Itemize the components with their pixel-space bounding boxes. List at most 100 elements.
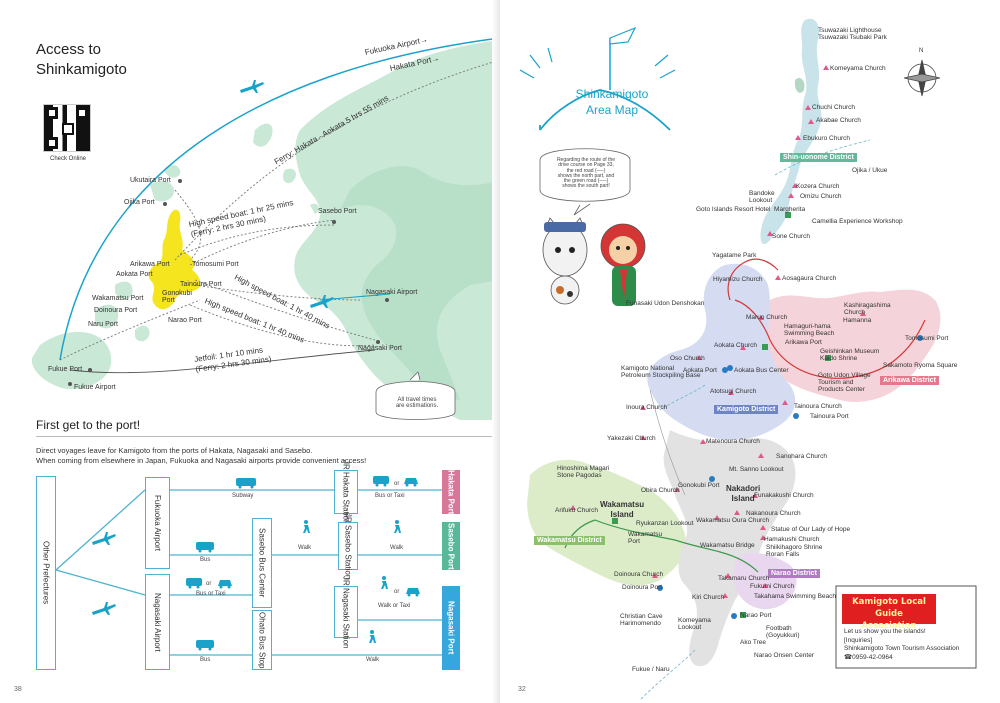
map-place-label: Christian Cave Harimomendo [620, 613, 663, 627]
island-wakamatsu: Wakamatsu Island [600, 500, 645, 519]
map-place-label: Gonokubi Port [678, 482, 720, 489]
map-place-label: Arifuku Church [555, 507, 598, 514]
map-place-label: Ojika / Ukue [852, 167, 888, 174]
fukue-island [31, 331, 112, 390]
airplane-icon [92, 602, 116, 615]
label-wakamatsu-port: Wakamatsu Port [92, 295, 144, 302]
map-place-label: Kiri Church [692, 594, 725, 601]
label-doinoura-port: Doinoura Port [94, 307, 138, 314]
map-place-label: Aokata Port [683, 367, 717, 374]
guide-title: Kamigoto Local Guide Association [852, 597, 926, 631]
bus-icon [196, 640, 214, 651]
walk-icon [381, 576, 388, 589]
title-line-2: Shinkamigoto [36, 61, 127, 78]
label-narao-port: Narao Port [168, 317, 202, 324]
bus-icon [186, 578, 202, 589]
district-kamigoto: Kamigoto District [714, 405, 779, 414]
map-place-label: Mt. Sanno Lookout [729, 466, 784, 473]
map-place-label: Ako Tree [740, 639, 767, 646]
map-place-label: Kamigoto National Petroleum Stockpiling … [621, 365, 701, 379]
map-place-label: Ryukanzan Lookout [636, 520, 694, 527]
label-bus-or-taxi-1: Bus or Taxi [196, 591, 226, 597]
map-place-label: Wakamatsu Oura Church [696, 517, 770, 524]
walk-icon [369, 630, 376, 643]
map-place-label: Obira Church [641, 487, 680, 494]
tab-nagasaki-port: Nagasaki Port [442, 586, 460, 670]
map-place-label: Funakakushi Church [754, 492, 814, 499]
wakamatsu-district-area [527, 459, 686, 586]
kyushu-inner [340, 166, 500, 400]
qr-caption: Check Online [50, 156, 87, 162]
label-or-2: or [394, 481, 400, 487]
label-walk-2: Walk [390, 545, 404, 551]
box-ohato-bus-stop: Ohato Bus Stop [252, 610, 272, 670]
walk-icon [303, 520, 310, 533]
label-gonokubi-port: Gonokubi Port [162, 290, 192, 304]
map-place-label: Chuchi Church [812, 104, 855, 111]
walk-icon [394, 520, 401, 533]
map-place-label: Hamaguri-hama Swimming Beach [784, 323, 835, 337]
page-number-right: 32 [518, 686, 526, 693]
label-or-1: or [206, 581, 212, 587]
box-nagasaki-airport: Nagasaki Airport [145, 574, 170, 670]
map-place-label: Yagatame Park [712, 252, 757, 259]
map-place-label: Tsuwazaki Lighthouse Tsuwazaki Tsubaki P… [818, 27, 887, 41]
map-place-label: Akabae Church [816, 117, 861, 124]
map-place-label: Kozera Church [796, 183, 840, 190]
map-place-label: Goto Udon Village Tourism and Products C… [818, 372, 871, 393]
map-place-label: Aokata Bus Center [734, 367, 789, 374]
tab-hakata-port: Hakata Port [442, 470, 460, 514]
box-fukuoka-airport: Fukuoka Airport [145, 477, 170, 569]
map-place-label: Narao Onsen Center [754, 652, 814, 659]
label-bus-1: Bus [200, 557, 211, 563]
qr-code[interactable] [43, 104, 91, 152]
map-place-label: Hamanna [843, 317, 872, 324]
map-place-label: Statue of Our Lady of Hope [771, 526, 851, 533]
page-number-left: 38 [14, 686, 22, 693]
map-place-label: Doinoura Church [614, 571, 664, 578]
map-place-label: Shiikihagoro Shrine Roran Falls [766, 544, 823, 558]
label-nagasaki-port: Nagasaki Port [358, 345, 402, 352]
map-place-label: Arikawa Port [785, 339, 822, 346]
box-jr-nagasaki-station: JR Nagasaki Station [334, 576, 358, 648]
map-place-label: Aokata Church [714, 342, 757, 349]
label-naru-port: Naru Port [88, 321, 118, 328]
box-other-prefectures: Other Prefectures [36, 476, 56, 670]
bus-icon [196, 542, 214, 553]
map-place-label: Tainoura Church [794, 403, 842, 410]
map-place-label: Takamaru Church [718, 575, 770, 582]
compass-icon [903, 59, 941, 97]
label-ojika-port: Ojika Port [124, 199, 155, 206]
map-place-label: Hiyamizu Church [713, 276, 763, 283]
map-place-label: Komeyama Church [830, 65, 886, 72]
taxi-icon [218, 580, 232, 589]
map-place-label: Wakamatsu Port [628, 531, 663, 545]
kamigoto-district-area [647, 263, 796, 440]
map-place-label: Fukumi Church [750, 583, 795, 590]
map-place-label: Inoura Church [626, 404, 668, 411]
shinkamigoto-island [148, 209, 201, 310]
map-place-label: Kashiragashima Church [844, 302, 891, 316]
map-place-label: Yakezaki Church [607, 435, 656, 442]
label-sasebo-port: Sasebo Port [318, 208, 357, 215]
map-place-label: Omizu Church [800, 193, 842, 200]
tab-sasebo-port: Sasebo Port [442, 522, 460, 570]
label-walk-3: Walk [366, 657, 380, 663]
label-bus-or-taxi-2: Bus or Taxi [375, 493, 405, 499]
map-place-label: Sanohara Church [776, 453, 827, 460]
label-nagasaki-airport: Nagasaki Airport [366, 289, 418, 296]
airplane-icon [310, 295, 334, 308]
central-island [663, 430, 796, 667]
map-place-label: Oso Church [670, 355, 705, 362]
label-fukue-port: Fukue Port [48, 366, 83, 373]
map-place-label: Fukue / Naru [632, 666, 670, 673]
map-place-label: Tomosumi Port [905, 335, 949, 342]
section-title: First get to the port! [36, 418, 141, 432]
title-line-1: Access to [36, 41, 102, 58]
subway-icon [236, 478, 256, 489]
label-tomosumi-port: Tomosumi Port [192, 261, 239, 268]
bubble-note: All travel times are estimations. [395, 397, 439, 410]
bus-icon [373, 476, 389, 487]
guide-info: Let us show you the islands! [Inquiries]… [844, 628, 960, 661]
map-place-label: Hamakushi Church [764, 536, 820, 543]
